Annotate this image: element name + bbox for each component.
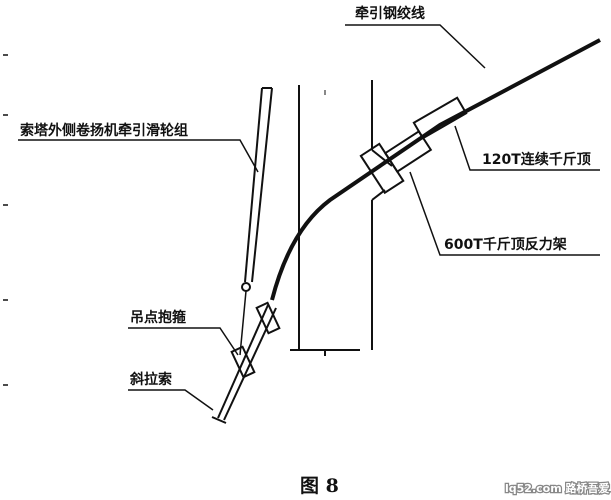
tower [290,80,393,356]
pulley-group [239,87,273,356]
jack-120t [412,96,468,140]
reaction-frame-600t [359,129,433,195]
label-traction-strand: 牵引钢绞线 [355,5,425,22]
leader-lines [18,24,600,411]
label-jack-120t: 120T连续千斤顶 [482,151,591,168]
label-frame-600t: 600T千斤顶反力架 [444,236,567,253]
figure-caption: 图 8 [300,475,339,497]
label-stay-cable: 斜拉索 [129,371,172,388]
label-pulley-group: 索塔外侧卷扬机牵引滑轮组 [20,122,188,139]
stay-cable [211,301,281,424]
label-clamp: 吊点抱箍 [130,309,186,326]
traction-strand [270,38,601,301]
watermark: lq52.com 路桥吾爱 [505,481,610,495]
